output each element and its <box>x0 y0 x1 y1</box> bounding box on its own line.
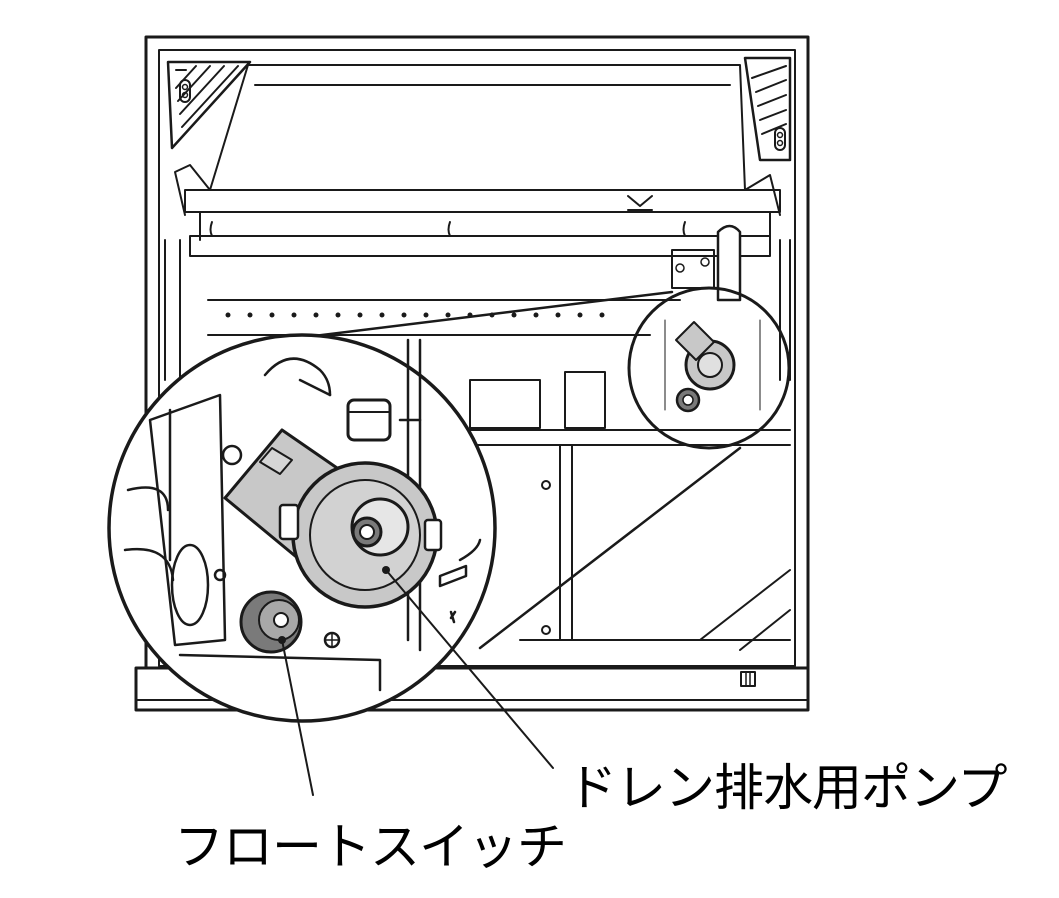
leader-lines <box>281 569 554 796</box>
drain-pump-label: ドレン排水用ポンプ <box>567 759 1007 817</box>
spray-arm-holes <box>225 312 605 318</box>
corner-bracket-left <box>166 60 252 150</box>
pump-location-small <box>664 224 761 413</box>
corner-bracket-right <box>743 56 792 162</box>
magnified-pump-assembly <box>123 338 482 692</box>
leader-drain-pump <box>385 569 554 769</box>
zoom-connectors <box>263 290 742 650</box>
zoom-ring-small <box>627 286 791 450</box>
leader-float-switch <box>281 639 314 796</box>
float-switch-label: フロートスイッチ <box>174 818 567 876</box>
